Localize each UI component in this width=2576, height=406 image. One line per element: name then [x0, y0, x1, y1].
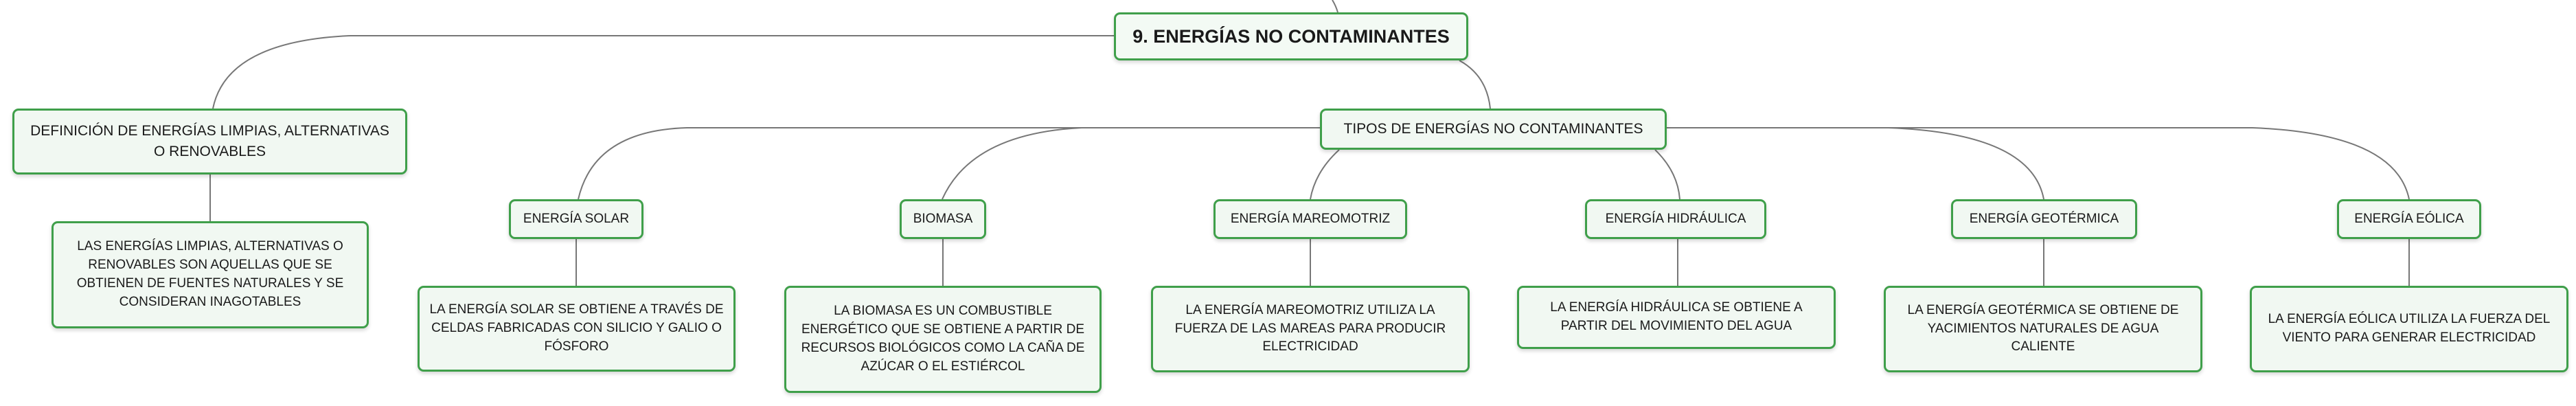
type-label-biomasa: BIOMASA [913, 211, 973, 226]
connector-root-parent [1332, 0, 1338, 13]
definition-detail-node[interactable]: LAS ENERGÍAS LIMPIAS, ALTERNATIVAS O REN… [52, 221, 369, 328]
connector-types-biomasa [942, 127, 1322, 200]
type-detail-text-mareomotriz: LA ENERGÍA MAREOMOTRIZ UTILIZA LA FUERZA… [1174, 302, 1446, 354]
type-detail-text-hidraulica: LA ENERGÍA HIDRÁULICA SE OBTIENE A PARTI… [1550, 300, 1803, 333]
connector-types-eolica [1665, 127, 2410, 200]
definition-label: DEFINICIÓN DE ENERGÍAS LIMPIAS, ALTERNAT… [30, 123, 389, 159]
type-label-solar: ENERGÍA SOLAR [523, 211, 630, 226]
type-node-hidraulica[interactable]: ENERGÍA HIDRÁULICA [1585, 199, 1766, 239]
type-label-eolica: ENERGÍA EÓLICA [2354, 211, 2464, 226]
type-detail-node-solar[interactable]: LA ENERGÍA SOLAR SE OBTIENE A TRAVÉS DE … [418, 286, 736, 372]
definition-node[interactable]: DEFINICIÓN DE ENERGÍAS LIMPIAS, ALTERNAT… [12, 109, 407, 174]
connector-root-definition [212, 35, 1114, 109]
type-detail-node-mareomotriz[interactable]: LA ENERGÍA MAREOMOTRIZ UTILIZA LA FUERZA… [1151, 286, 1470, 372]
connector-types-mareomotriz [1310, 149, 1340, 200]
connector-root-types [1459, 60, 1491, 109]
type-node-eolica[interactable]: ENERGÍA EÓLICA [2337, 199, 2481, 239]
definition-detail-text: LAS ENERGÍAS LIMPIAS, ALTERNATIVAS O REN… [76, 239, 344, 309]
type-node-geotermica[interactable]: ENERGÍA GEOTÉRMICA [1951, 199, 2137, 239]
connector-types-geotermica [1665, 127, 2044, 200]
connector-types-hidraulica [1654, 149, 1680, 200]
types-label: TIPOS DE ENERGÍAS NO CONTAMINANTES [1343, 121, 1643, 137]
connector-types-solar [578, 127, 1322, 200]
type-detail-node-biomasa[interactable]: LA BIOMASA ES UN COMBUSTIBLE ENERGÉTICO … [784, 286, 1102, 393]
types-node[interactable]: TIPOS DE ENERGÍAS NO CONTAMINANTES [1320, 109, 1667, 150]
type-detail-text-eolica: LA ENERGÍA EÓLICA UTILIZA LA FUERZA DEL … [2268, 312, 2551, 345]
type-detail-node-geotermica[interactable]: LA ENERGÍA GEOTÉRMICA SE OBTIENE DE YACI… [1884, 286, 2202, 372]
type-label-mareomotriz: ENERGÍA MAREOMOTRIZ [1230, 211, 1391, 226]
type-detail-text-solar: LA ENERGÍA SOLAR SE OBTIENE A TRAVÉS DE … [429, 302, 724, 354]
type-detail-node-eolica[interactable]: LA ENERGÍA EÓLICA UTILIZA LA FUERZA DEL … [2250, 286, 2568, 372]
type-label-hidraulica: ENERGÍA HIDRÁULICA [1605, 211, 1746, 226]
root-node[interactable]: 9. ENERGÍAS NO CONTAMINANTES [1114, 12, 1468, 60]
type-detail-node-hidraulica[interactable]: LA ENERGÍA HIDRÁULICA SE OBTIENE A PARTI… [1517, 286, 1836, 349]
type-node-solar[interactable]: ENERGÍA SOLAR [509, 199, 643, 239]
type-label-geotermica: ENERGÍA GEOTÉRMICA [1969, 211, 2119, 226]
type-node-biomasa[interactable]: BIOMASA [900, 199, 986, 239]
type-detail-text-biomasa: LA BIOMASA ES UN COMBUSTIBLE ENERGÉTICO … [801, 304, 1085, 374]
type-node-mareomotriz[interactable]: ENERGÍA MAREOMOTRIZ [1213, 199, 1407, 239]
type-detail-text-geotermica: LA ENERGÍA GEOTÉRMICA SE OBTIENE DE YACI… [1907, 302, 2179, 354]
root-label: 9. ENERGÍAS NO CONTAMINANTES [1132, 25, 1450, 47]
